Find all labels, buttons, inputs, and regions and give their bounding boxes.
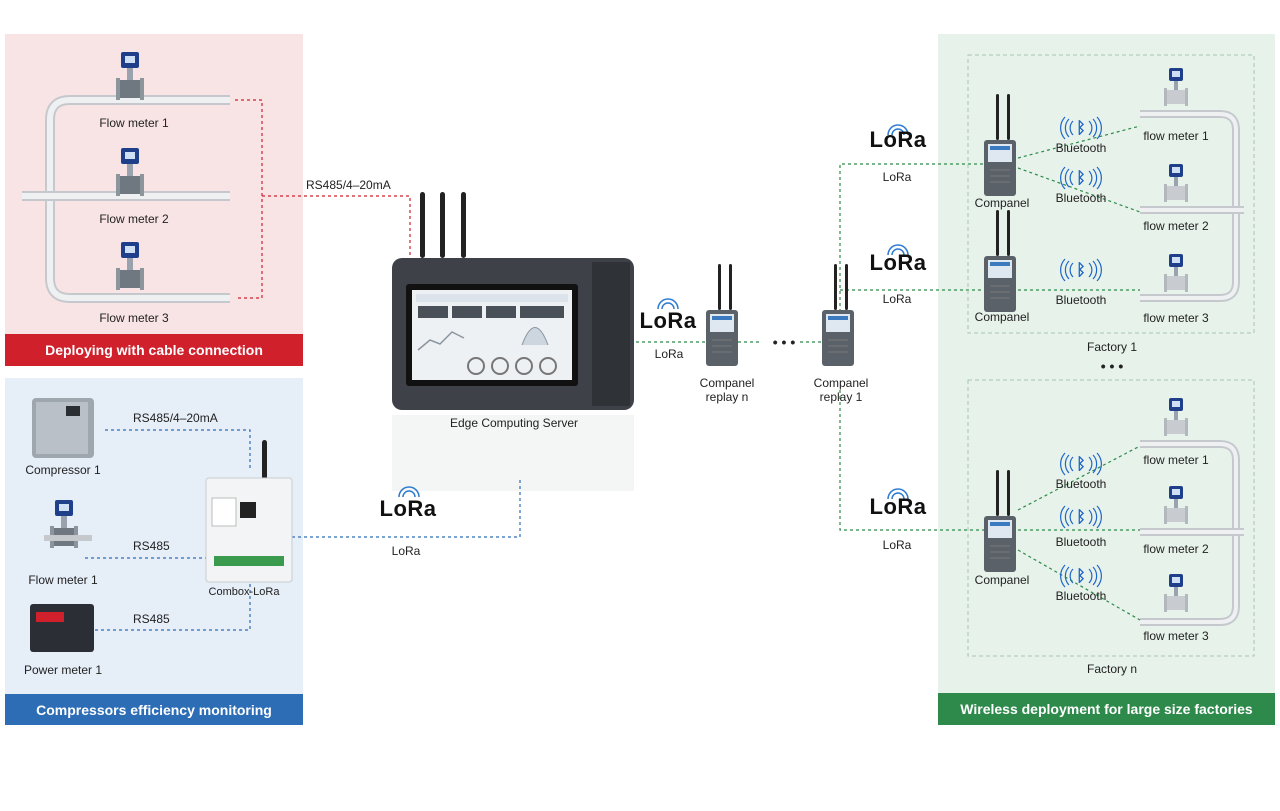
combox-label: Combox-LoRa <box>208 586 280 598</box>
companel-label: Companel <box>974 573 1030 587</box>
wireless-deployment-banner: Wireless deployment for large size facto… <box>938 693 1275 725</box>
lora-label: LoRa <box>882 538 912 552</box>
flow-meter-icon <box>116 148 144 196</box>
companel-label: Companel <box>974 196 1030 210</box>
lora-logo: LoRa <box>869 127 927 152</box>
flow-meter-icon <box>116 52 144 100</box>
link-label: RS485/4–20mA <box>133 411 218 425</box>
flow-meter-label: Flow meter 1 <box>99 116 169 130</box>
factory-ellipsis: • • • <box>1100 358 1124 374</box>
companel-icon <box>983 469 1017 573</box>
bluetooth-icon <box>1060 258 1102 282</box>
flow-meter-icon <box>116 242 144 290</box>
flow-meter-label: Flow meter 2 <box>99 212 169 226</box>
bluetooth-icon <box>1060 452 1102 476</box>
flow-meter-icon <box>1164 486 1188 524</box>
companel-relay-n-icon <box>705 263 739 367</box>
flow-meter-icon <box>1164 254 1188 292</box>
flow-meter-label: flow meter 3 <box>1143 311 1209 325</box>
companel-icon <box>983 93 1017 197</box>
lora-logo: LoRa <box>869 494 927 519</box>
bluetooth-icon <box>1060 505 1102 529</box>
power-meter-icon <box>30 604 94 652</box>
bluetooth-icon <box>1060 564 1102 588</box>
factory-n-label: Factory n <box>1086 662 1138 676</box>
companel-icon <box>983 209 1017 313</box>
flow-meter-icon <box>1164 398 1188 436</box>
lora-label: LoRa <box>391 544 421 558</box>
flow-meter-icon <box>1164 164 1188 202</box>
relay-1-label: replay 1 <box>819 390 863 404</box>
bluetooth-label: Bluetooth <box>1055 293 1107 307</box>
companel-label: Companel <box>974 310 1030 324</box>
bluetooth-label: Bluetooth <box>1055 191 1107 205</box>
lora-logo: LoRa <box>639 308 697 333</box>
relay-ellipsis: • • • <box>772 334 796 350</box>
link-label: RS485 <box>133 539 170 553</box>
lora-label: LoRa <box>654 347 684 361</box>
combox-lora-icon <box>205 440 293 583</box>
edge-server-icon <box>392 192 634 491</box>
lora-logo: LoRa <box>869 250 927 275</box>
link-label: RS485 <box>133 612 170 626</box>
relay-n-label: replay n <box>705 390 749 404</box>
flow-meter-label: Flow meter 3 <box>99 311 169 325</box>
pipe-loop <box>22 95 230 303</box>
power-meter-label: Power meter 1 <box>23 663 103 677</box>
compressor-label: Compressor 1 <box>25 463 101 477</box>
flow-meter-label: flow meter 1 <box>1143 453 1209 467</box>
flow-meter-label: Flow meter 1 <box>28 573 98 587</box>
compressor-icon <box>32 398 94 458</box>
edge-server-label: Edge Computing Server <box>449 416 579 430</box>
flow-meter-label: flow meter 2 <box>1143 219 1209 233</box>
relay-1-label: Companel <box>813 376 869 390</box>
factory-1-label: Factory 1 <box>1086 340 1138 354</box>
lora-label: LoRa <box>882 170 912 184</box>
bluetooth-label: Bluetooth <box>1055 141 1107 155</box>
bluetooth-label: Bluetooth <box>1055 589 1107 603</box>
lora-label: LoRa <box>882 292 912 306</box>
bluetooth-icon <box>1060 116 1102 140</box>
compressor-monitoring-banner: Compressors efficiency monitoring <box>5 694 303 725</box>
bluetooth-label: Bluetooth <box>1055 535 1107 549</box>
bluetooth-label: Bluetooth <box>1055 477 1107 491</box>
rs485-link-label: RS485/4–20mA <box>306 178 391 192</box>
flow-meter-icon <box>1164 574 1188 612</box>
bluetooth-icon <box>1060 166 1102 190</box>
flow-meter-label: flow meter 1 <box>1143 129 1209 143</box>
flow-meter-label: flow meter 2 <box>1143 542 1209 556</box>
flow-meter-icon <box>1164 68 1188 106</box>
companel-relay-1-icon <box>821 263 855 367</box>
lora-logo: LoRa <box>379 496 437 521</box>
cable-deployment-banner: Deploying with cable connection <box>5 334 303 366</box>
flow-meter-label: flow meter 3 <box>1143 629 1209 643</box>
relay-n-label: Companel <box>699 376 755 390</box>
